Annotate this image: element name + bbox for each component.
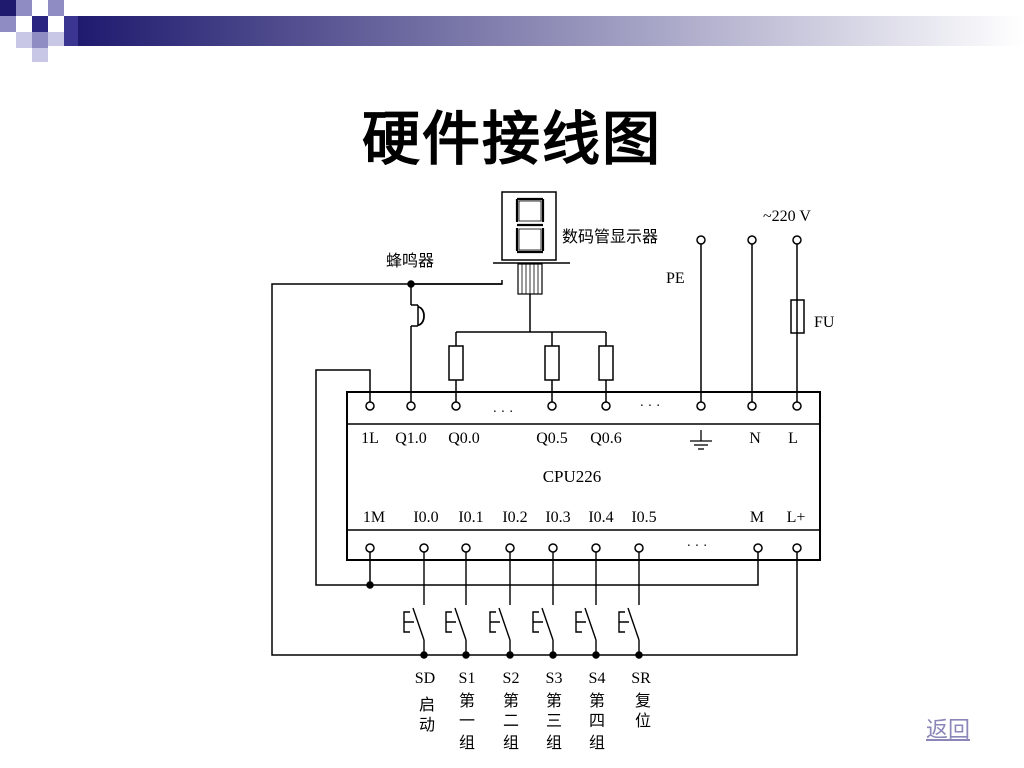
switch-s1-icon (445, 552, 467, 655)
top-ellipsis-2: · · · (640, 399, 661, 414)
buzzer-label: 蜂鸣器 (386, 251, 434, 270)
switch-desc-s3-3: 组 (546, 734, 562, 752)
switch-sd-icon (403, 552, 425, 655)
terminal-label-i0-2: I0.2 (502, 509, 527, 526)
switch-tag-s1: S1 (459, 670, 476, 687)
switch-s2-icon (489, 552, 511, 655)
terminal-label-q0-5: Q0.5 (536, 430, 568, 447)
top-banner (0, 0, 1024, 62)
terminal-label-m: M (750, 509, 764, 526)
terminal-label-l-plus: L+ (787, 509, 806, 526)
switch-desc-sd-1: 启 (419, 696, 435, 714)
page-title: 硬件接线图 (361, 105, 662, 173)
input-switches (403, 552, 640, 655)
terminal-label-i0-3: I0.3 (545, 509, 570, 526)
switch-desc-s1-3: 组 (459, 734, 475, 752)
banner-checker-logo (0, 0, 78, 62)
switch-desc-sr-1: 复 (635, 692, 651, 710)
switch-tag-s3: S3 (546, 670, 563, 687)
resistor-3 (598, 345, 614, 381)
bottom-ellipsis: · · · (687, 539, 708, 554)
terminal-label-l: L (788, 430, 798, 447)
switch-s4-icon (575, 552, 597, 655)
top-terminal-circles (365, 401, 802, 411)
switch-tag-sr: SR (631, 670, 651, 687)
power-label: ~220 V (763, 208, 811, 225)
resistors (448, 345, 614, 381)
terminal-label-q1-0: Q1.0 (395, 430, 427, 447)
switch-desc-sd-2: 动 (419, 716, 435, 734)
terminal-label-n: N (749, 430, 761, 447)
fuse-label: FU (814, 314, 835, 331)
switch-desc-s1-2: 一 (459, 713, 475, 730)
bottom-terminal-circles (365, 543, 802, 553)
switch-tag-sd: SD (415, 670, 435, 687)
switch-desc-s4-2: 四 (589, 713, 605, 730)
switch-sr-icon (618, 552, 640, 655)
power-terminals (696, 235, 802, 245)
terminal-label-i0-1: I0.1 (458, 509, 483, 526)
terminal-label-1m: 1M (363, 509, 385, 526)
switch-desc-sr-2: 位 (635, 712, 651, 730)
pe-label: PE (666, 270, 685, 287)
switch-desc-s3-2: 三 (546, 713, 562, 730)
display-label: 数码管显示器 (562, 227, 658, 246)
switch-desc-s3-1: 第 (546, 692, 562, 710)
resistor-2 (544, 345, 560, 381)
top-ellipsis-1: · · · (493, 405, 514, 420)
cpu-module (346, 391, 821, 561)
terminal-label-i0-4: I0.4 (588, 509, 613, 526)
banner-gradient-bar (78, 16, 1024, 46)
switch-desc-s2-1: 第 (503, 692, 519, 710)
switch-tag-s2: S2 (503, 670, 520, 687)
switch-desc-s4-1: 第 (589, 692, 605, 710)
terminal-label-q0-6: Q0.6 (590, 430, 622, 447)
switch-s3-icon (532, 552, 554, 655)
cpu-label: CPU226 (543, 467, 602, 486)
switch-desc-s2-2: 二 (503, 713, 519, 730)
switch-junction-dots (420, 651, 643, 659)
switch-desc-s2-3: 组 (503, 734, 519, 752)
terminal-label-i0-5: I0.5 (631, 509, 656, 526)
seven-segment-display-icon (493, 191, 570, 295)
switch-desc-s4-3: 组 (589, 734, 605, 752)
terminal-label-i0-0: I0.0 (413, 509, 438, 526)
terminal-label-q0-0: Q0.0 (448, 430, 480, 447)
switch-desc-s1-1: 第 (459, 692, 475, 710)
terminal-label-1l: 1L (361, 430, 379, 447)
ground-icon (690, 430, 712, 450)
back-link[interactable]: 返回 (926, 718, 971, 743)
switch-tag-s4: S4 (589, 670, 606, 687)
resistor-1 (448, 345, 464, 381)
buzzer-icon (410, 284, 425, 402)
